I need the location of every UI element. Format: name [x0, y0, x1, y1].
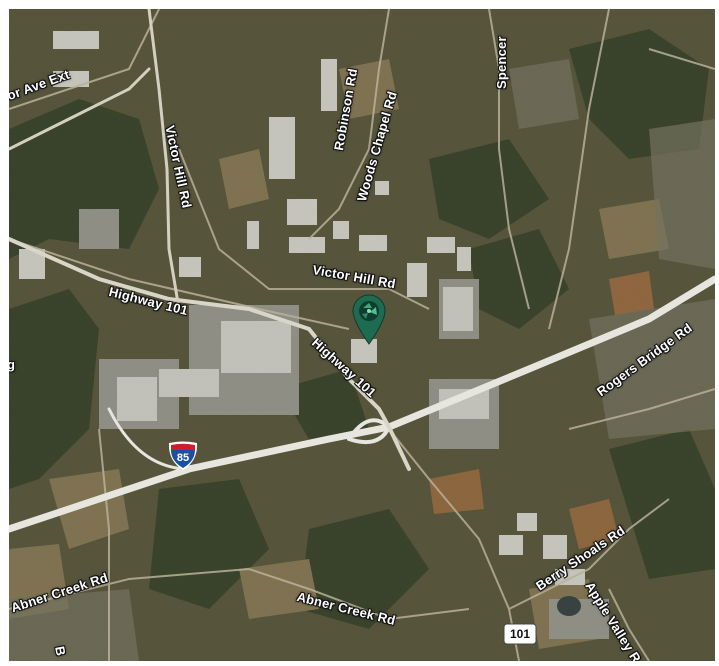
- satellite-imagery[interactable]: [9, 9, 715, 661]
- route-shield-icon: 101: [503, 623, 537, 645]
- route-number: 101: [509, 627, 531, 641]
- interstate-shield-graphic: [168, 441, 198, 470]
- highways: [9, 9, 715, 533]
- road-label-edge-g: g: [9, 357, 16, 372]
- location-pin-graphic: [352, 294, 386, 345]
- satellite-map[interactable]: or Ave Ext Victor Hill Rd Robinson Rd Wo…: [9, 9, 715, 661]
- route-shield-graphic: [503, 623, 537, 645]
- location-pin-icon[interactable]: [350, 292, 388, 346]
- interstate-number: 85: [176, 452, 190, 464]
- imagery-texture: [9, 9, 715, 661]
- road-label-spencer-rd: Spencer: [494, 36, 509, 89]
- interstate-shield-icon: 85: [167, 439, 199, 471]
- road-label-edge-b: B: [52, 645, 69, 658]
- minor-roads: [9, 9, 715, 661]
